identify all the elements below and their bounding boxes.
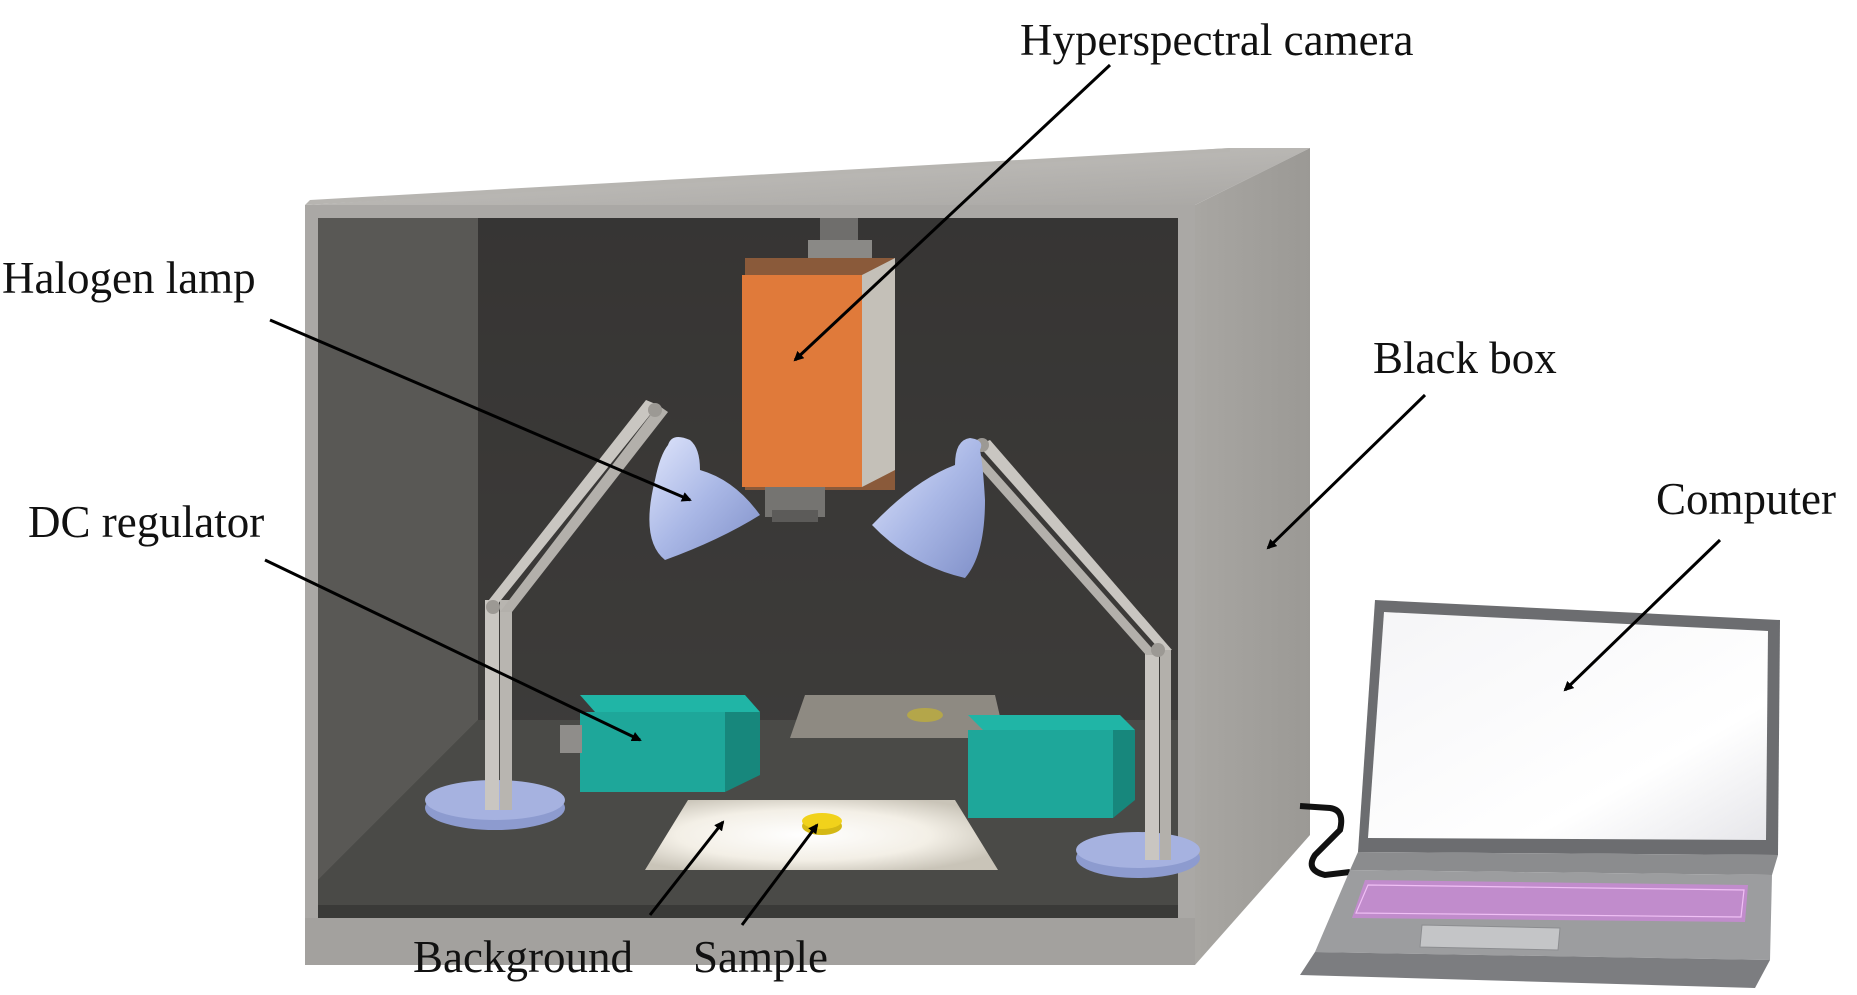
- arrow-halogen-lamp: [269, 318, 692, 502]
- arrow-computer: [1563, 538, 1722, 692]
- label-hyperspectral-camera: Hyperspectral camera: [1020, 15, 1414, 65]
- label-black-box: Black box: [1373, 333, 1557, 383]
- arrow-sample: [740, 823, 819, 926]
- arrow-black-box: [1266, 393, 1427, 550]
- label-background: Background: [413, 932, 633, 982]
- background-plate-back: [790, 695, 1005, 738]
- arrow-background: [648, 820, 725, 916]
- label-sample: Sample: [693, 932, 828, 982]
- dc-regulator-icon: [560, 695, 1135, 818]
- arrow-dc-regulator: [264, 558, 642, 742]
- background-plate: [645, 800, 998, 870]
- cable: [1299, 803, 1351, 879]
- label-computer: Computer: [1656, 474, 1836, 524]
- arrow-hyperspectral-camera: [793, 63, 1112, 362]
- laptop-icon: [1300, 600, 1780, 988]
- label-dc-regulator: DC regulator: [28, 497, 265, 547]
- hyperspectral-camera-icon: [742, 218, 895, 522]
- sample-icon: [802, 813, 842, 835]
- label-halogen-lamp: Halogen lamp: [2, 253, 256, 303]
- callout-arrows: [264, 63, 1722, 926]
- halogen-lamp-icon: [425, 400, 1200, 878]
